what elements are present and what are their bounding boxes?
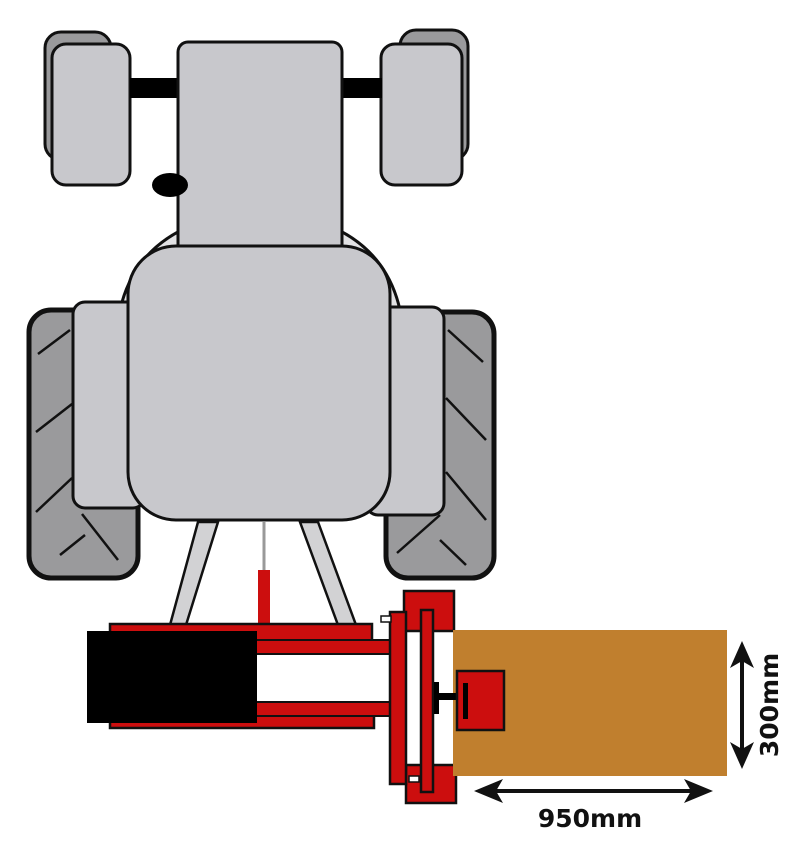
shaft-mount xyxy=(434,682,439,714)
side-shift-bracket xyxy=(380,589,458,805)
drive-shaft xyxy=(437,693,467,700)
hydraulic-ram xyxy=(258,570,270,625)
depth-dimension-label: 300mm xyxy=(755,653,784,757)
bonnet xyxy=(176,40,344,262)
width-dimension-label: 950mm xyxy=(538,804,642,833)
front-right-wheel xyxy=(379,28,470,187)
width-dimension-arrow xyxy=(474,779,713,803)
front-axle-right xyxy=(340,78,382,98)
depth-dimension-arrow xyxy=(730,641,754,769)
exhaust-icon xyxy=(152,173,188,197)
front-left-wheel xyxy=(43,30,132,187)
lower-link-left xyxy=(168,520,220,627)
lower-link-right xyxy=(298,520,358,627)
counterweight-block xyxy=(87,631,257,723)
front-axle-left xyxy=(130,78,180,98)
implement-frame xyxy=(87,622,391,730)
cab-roof xyxy=(126,244,392,522)
